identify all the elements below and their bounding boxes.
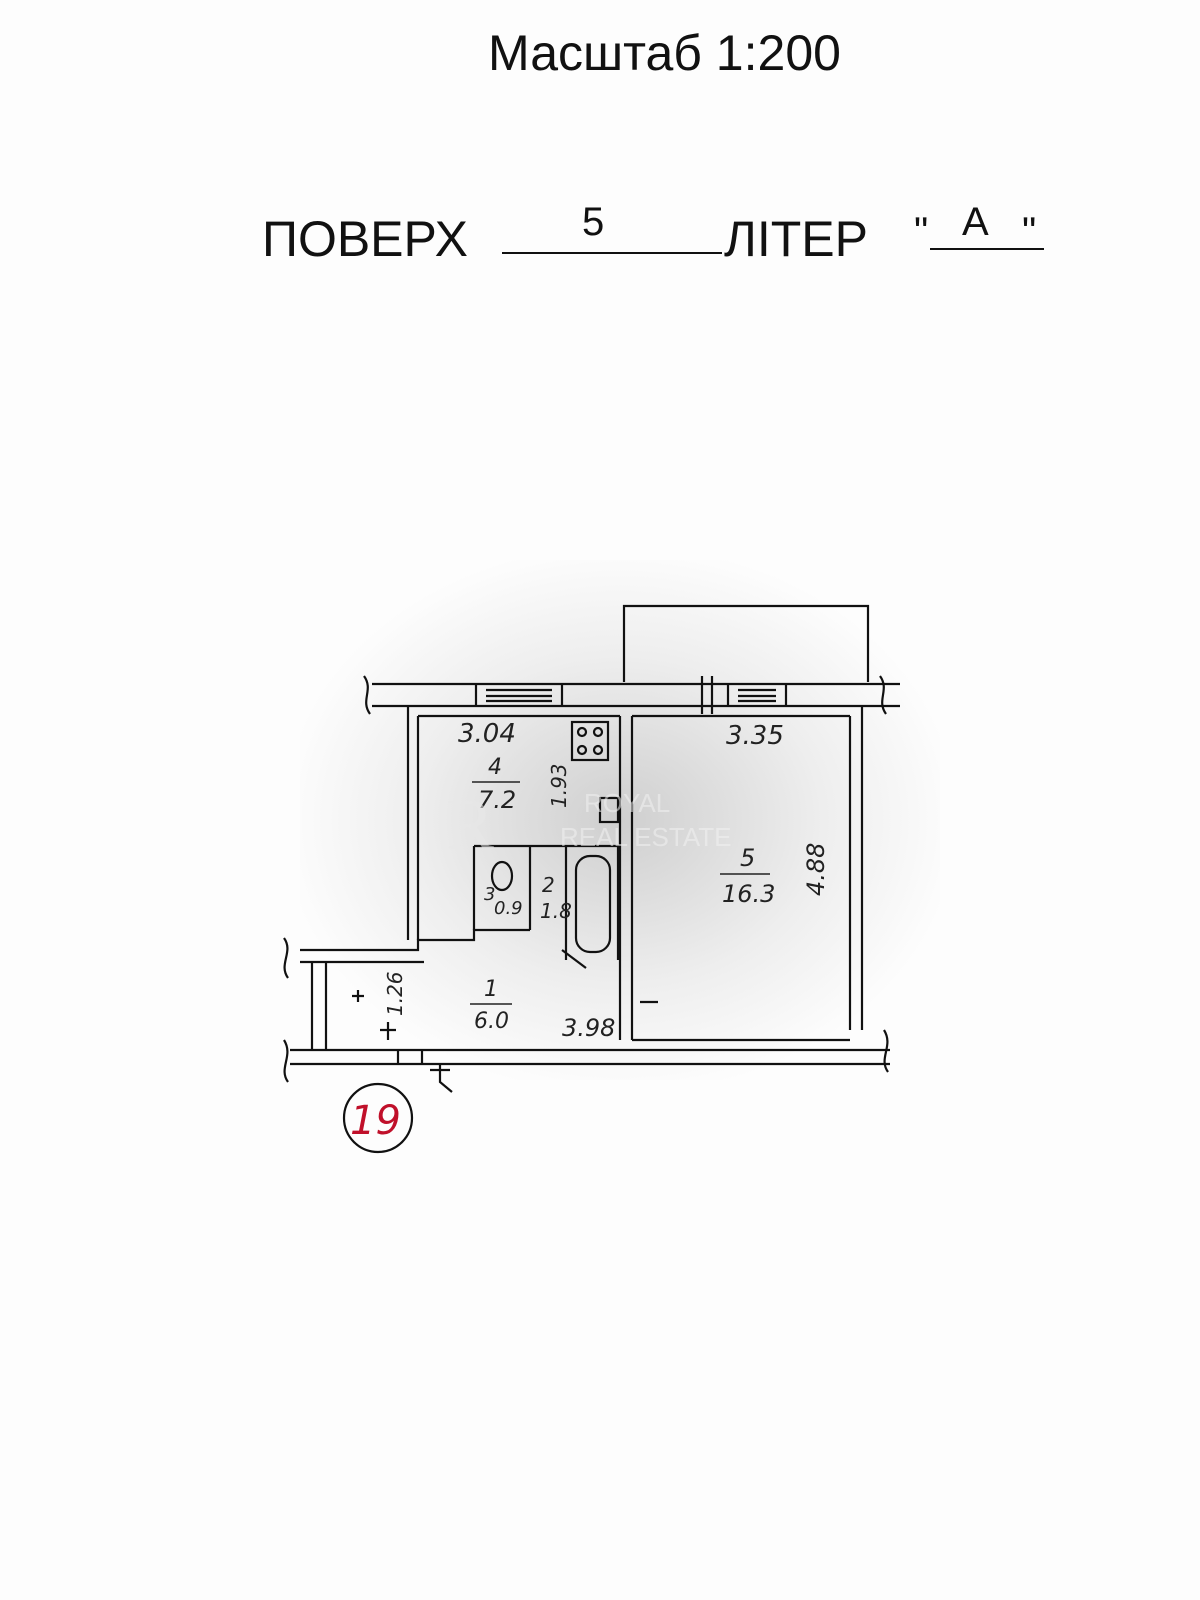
liter-label: ЛІТЕР [724, 211, 868, 267]
room-1-number: 1 [484, 977, 498, 1002]
balcony-outline [622, 604, 870, 682]
floor-underline [502, 252, 722, 254]
floor-liter-header: ПОВЕРХ 5 ЛІТЕР " А " [262, 200, 1062, 270]
watermark-line2: REAL ESTATE [560, 822, 731, 852]
room-3-area: 0.9 [494, 898, 523, 919]
kitchen-sink [598, 796, 620, 824]
kitchen-window [474, 684, 564, 706]
watermark-line1: ROYAL [584, 788, 670, 818]
hall-top-wall [300, 928, 530, 952]
liter-underline [930, 248, 1044, 250]
room-5-area: 16.3 [722, 880, 775, 908]
dim-room-depth: 4.88 [802, 843, 830, 896]
dim-hall-width: 3.98 [562, 1014, 615, 1042]
bathroom-walls [472, 844, 620, 960]
apartment-number: 19 [350, 1098, 401, 1144]
room-2-number: 2 [542, 873, 555, 897]
room-1-area: 6.0 [474, 1009, 509, 1034]
toilet [490, 860, 514, 892]
watermark-mark: R [446, 784, 494, 864]
watermark: R ROYAL REAL ESTATE [446, 784, 731, 864]
dim-room-width: 3.35 [726, 721, 784, 751]
room-5-number: 5 [740, 844, 755, 872]
bathtub [574, 854, 612, 954]
floor-value: 5 [582, 200, 605, 244]
liter-value: А [962, 200, 989, 244]
liter-quote-open: " [914, 210, 929, 254]
room-left-wall [618, 716, 634, 1040]
dim-vestibule: 1.26 [383, 971, 407, 1016]
room-4-number: 4 [488, 755, 502, 780]
entrance-door [396, 1050, 453, 1093]
liter-quote-close: " [1022, 210, 1037, 254]
room-3-number: 3 [484, 884, 495, 905]
kitchen-left-wall [406, 706, 420, 940]
dim-kitchen-depth: 1.93 [547, 763, 571, 808]
apartment-number-stamp: 19 [342, 1082, 414, 1154]
room-window [726, 684, 788, 706]
room-2-area: 1.8 [540, 899, 572, 923]
dim-kitchen-width: 3.04 [458, 719, 516, 749]
bottom-wall [290, 1048, 890, 1066]
top-wall [372, 682, 900, 708]
stove [570, 720, 610, 762]
floor-label: ПОВЕРХ [262, 211, 468, 267]
right-wall [848, 706, 864, 1030]
room-4-area: 7.2 [478, 786, 516, 814]
scale-title: Масштаб 1:200 [488, 25, 841, 81]
